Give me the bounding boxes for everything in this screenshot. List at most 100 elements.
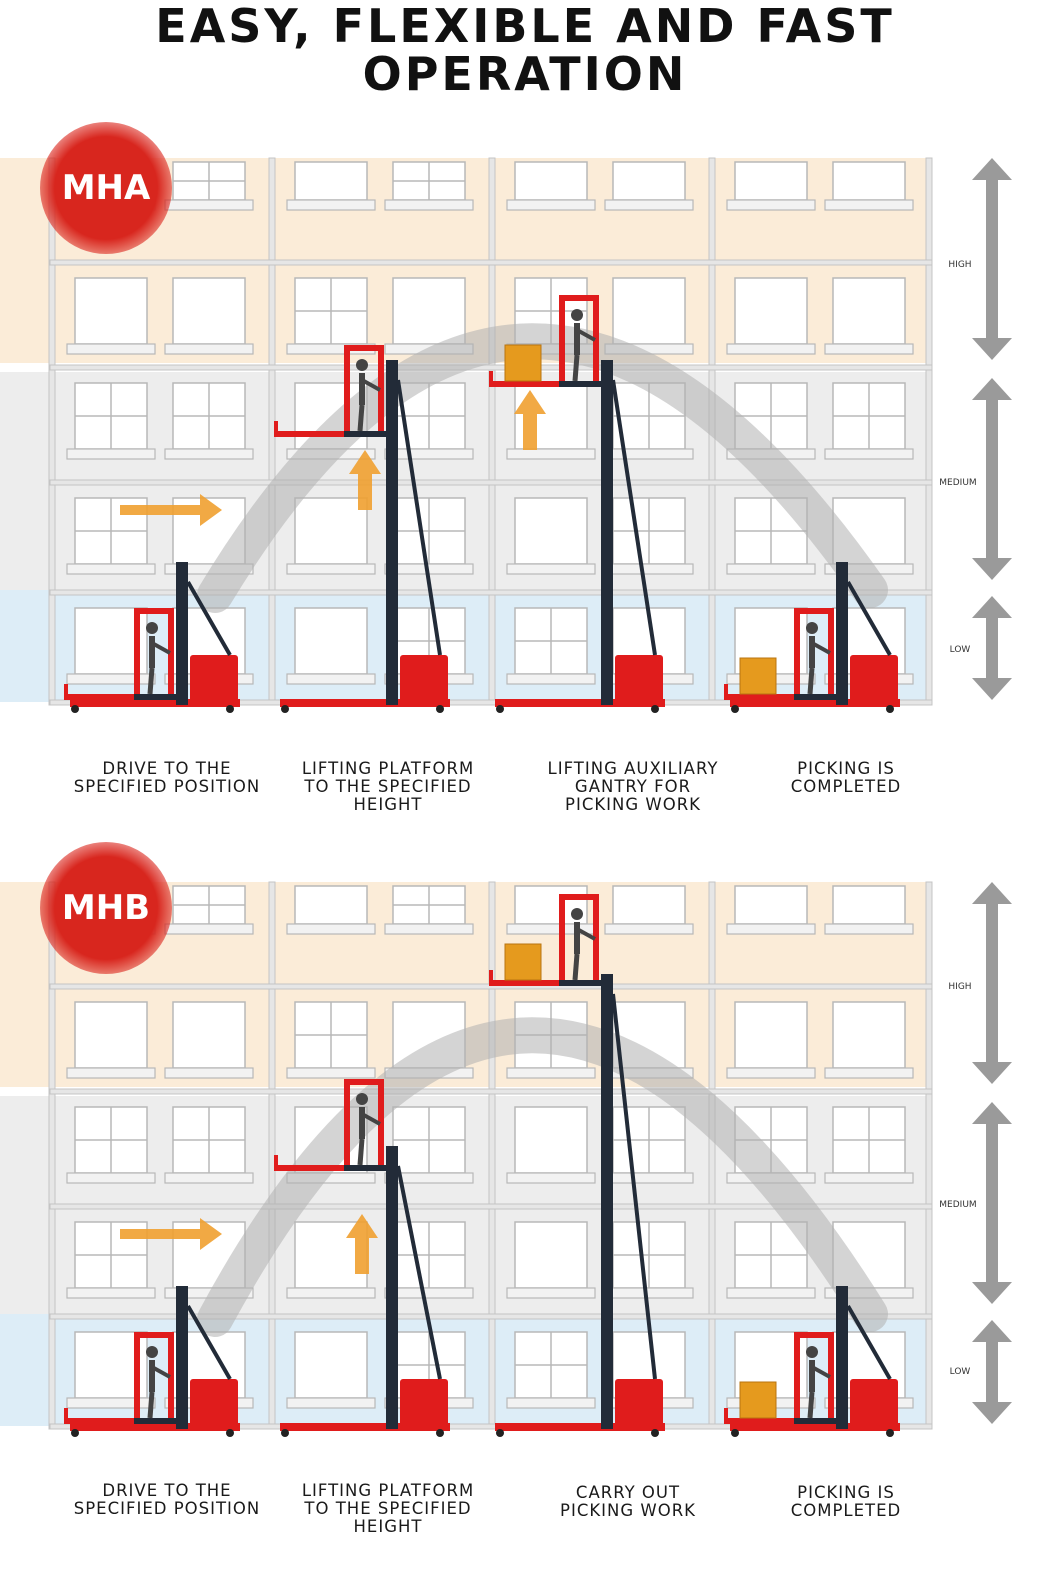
truck-wheel bbox=[281, 1429, 289, 1437]
truck-base bbox=[70, 1423, 240, 1431]
truck-wheel bbox=[886, 705, 894, 713]
cage-post bbox=[828, 1332, 834, 1422]
truck-fork bbox=[489, 980, 559, 986]
truck-base bbox=[70, 699, 240, 707]
carton-box bbox=[832, 277, 906, 345]
pallet bbox=[286, 923, 376, 935]
rack-beam bbox=[49, 1203, 933, 1210]
operator-leg bbox=[807, 667, 815, 695]
level-double-arrow-icon bbox=[972, 1320, 1012, 1424]
operator-arm bbox=[151, 641, 171, 655]
truck-wheel bbox=[226, 1429, 234, 1437]
pallet bbox=[66, 563, 156, 575]
truck-brace bbox=[186, 581, 232, 656]
truck-fork bbox=[724, 694, 794, 700]
pallet bbox=[286, 1067, 376, 1079]
truck-wheel bbox=[436, 705, 444, 713]
motion-arc bbox=[197, 1017, 888, 1337]
rack-post bbox=[708, 881, 716, 1430]
truck-fork-tip bbox=[274, 421, 278, 435]
operator-leg bbox=[147, 667, 155, 695]
truck-wheel bbox=[731, 705, 739, 713]
carton-box bbox=[734, 161, 808, 201]
truck-body bbox=[615, 1379, 663, 1429]
level-label-high: HIGH bbox=[948, 982, 972, 992]
operator-head bbox=[571, 309, 583, 321]
carton-box bbox=[392, 277, 466, 345]
truck-fork bbox=[724, 1418, 794, 1424]
cage-post bbox=[344, 347, 350, 435]
carton-box bbox=[514, 497, 588, 565]
carton-box bbox=[734, 1001, 808, 1069]
pallet bbox=[66, 343, 156, 355]
pallet bbox=[726, 563, 816, 575]
cage-post bbox=[134, 1334, 140, 1422]
carton-box bbox=[74, 1001, 148, 1069]
pallet bbox=[604, 923, 694, 935]
motion-arc bbox=[197, 323, 888, 613]
carton-box bbox=[294, 1331, 368, 1399]
truck-fork bbox=[274, 431, 344, 437]
lift-arrow-icon bbox=[514, 390, 546, 450]
truck-wheel bbox=[651, 1429, 659, 1437]
pallet bbox=[384, 1172, 474, 1184]
cage-post bbox=[794, 1334, 800, 1422]
truck-fork-tip bbox=[489, 970, 493, 984]
carton-box bbox=[612, 885, 686, 925]
picked-carton bbox=[504, 943, 542, 981]
cage-floor bbox=[134, 694, 178, 700]
cage-floor bbox=[344, 431, 388, 437]
page-title: EASY, FLEXIBLE AND FAST OPERATION bbox=[0, 2, 1050, 98]
pallet bbox=[164, 923, 254, 935]
pallet bbox=[164, 199, 254, 211]
cage-top bbox=[134, 1332, 174, 1338]
carton-box bbox=[294, 885, 368, 925]
lift-arrow-icon bbox=[349, 450, 381, 510]
truck-body bbox=[400, 1379, 448, 1429]
pallet bbox=[66, 673, 156, 685]
operator-leg bbox=[357, 404, 365, 432]
carton-box bbox=[74, 277, 148, 345]
rack-post bbox=[488, 157, 496, 706]
operator-arm bbox=[151, 1365, 171, 1379]
rack-post bbox=[48, 157, 56, 706]
cage-post bbox=[828, 608, 834, 698]
cage-post bbox=[378, 345, 384, 435]
pallet bbox=[824, 1067, 914, 1079]
pallet bbox=[604, 1172, 694, 1184]
operator-head bbox=[806, 1346, 818, 1358]
cage-post bbox=[593, 894, 599, 984]
pallet bbox=[66, 1287, 156, 1299]
rack-beam bbox=[49, 1088, 933, 1095]
pallet bbox=[824, 448, 914, 460]
pallet bbox=[726, 1067, 816, 1079]
operator-arm bbox=[361, 378, 381, 392]
pallet bbox=[506, 1287, 596, 1299]
operator-head bbox=[571, 908, 583, 920]
pallet bbox=[384, 923, 474, 935]
truck-mast bbox=[836, 1286, 848, 1429]
level-label-low: LOW bbox=[949, 1367, 971, 1377]
cage-post bbox=[168, 608, 174, 698]
pallet bbox=[604, 448, 694, 460]
truck-wheel bbox=[731, 1429, 739, 1437]
truck-fork bbox=[489, 381, 559, 387]
operator-arm bbox=[576, 927, 596, 941]
pallet bbox=[506, 199, 596, 211]
truck-wheel bbox=[71, 705, 79, 713]
pallet bbox=[164, 448, 254, 460]
pallet bbox=[604, 563, 694, 575]
pallet bbox=[384, 199, 474, 211]
pallet bbox=[66, 1067, 156, 1079]
pallet bbox=[66, 1397, 156, 1409]
cage-post bbox=[134, 610, 140, 698]
carton-box bbox=[294, 161, 368, 201]
cage-floor bbox=[344, 1165, 388, 1171]
cage-top bbox=[344, 1079, 384, 1085]
truck-body bbox=[850, 655, 898, 705]
pallet bbox=[824, 343, 914, 355]
pallet bbox=[506, 673, 596, 685]
